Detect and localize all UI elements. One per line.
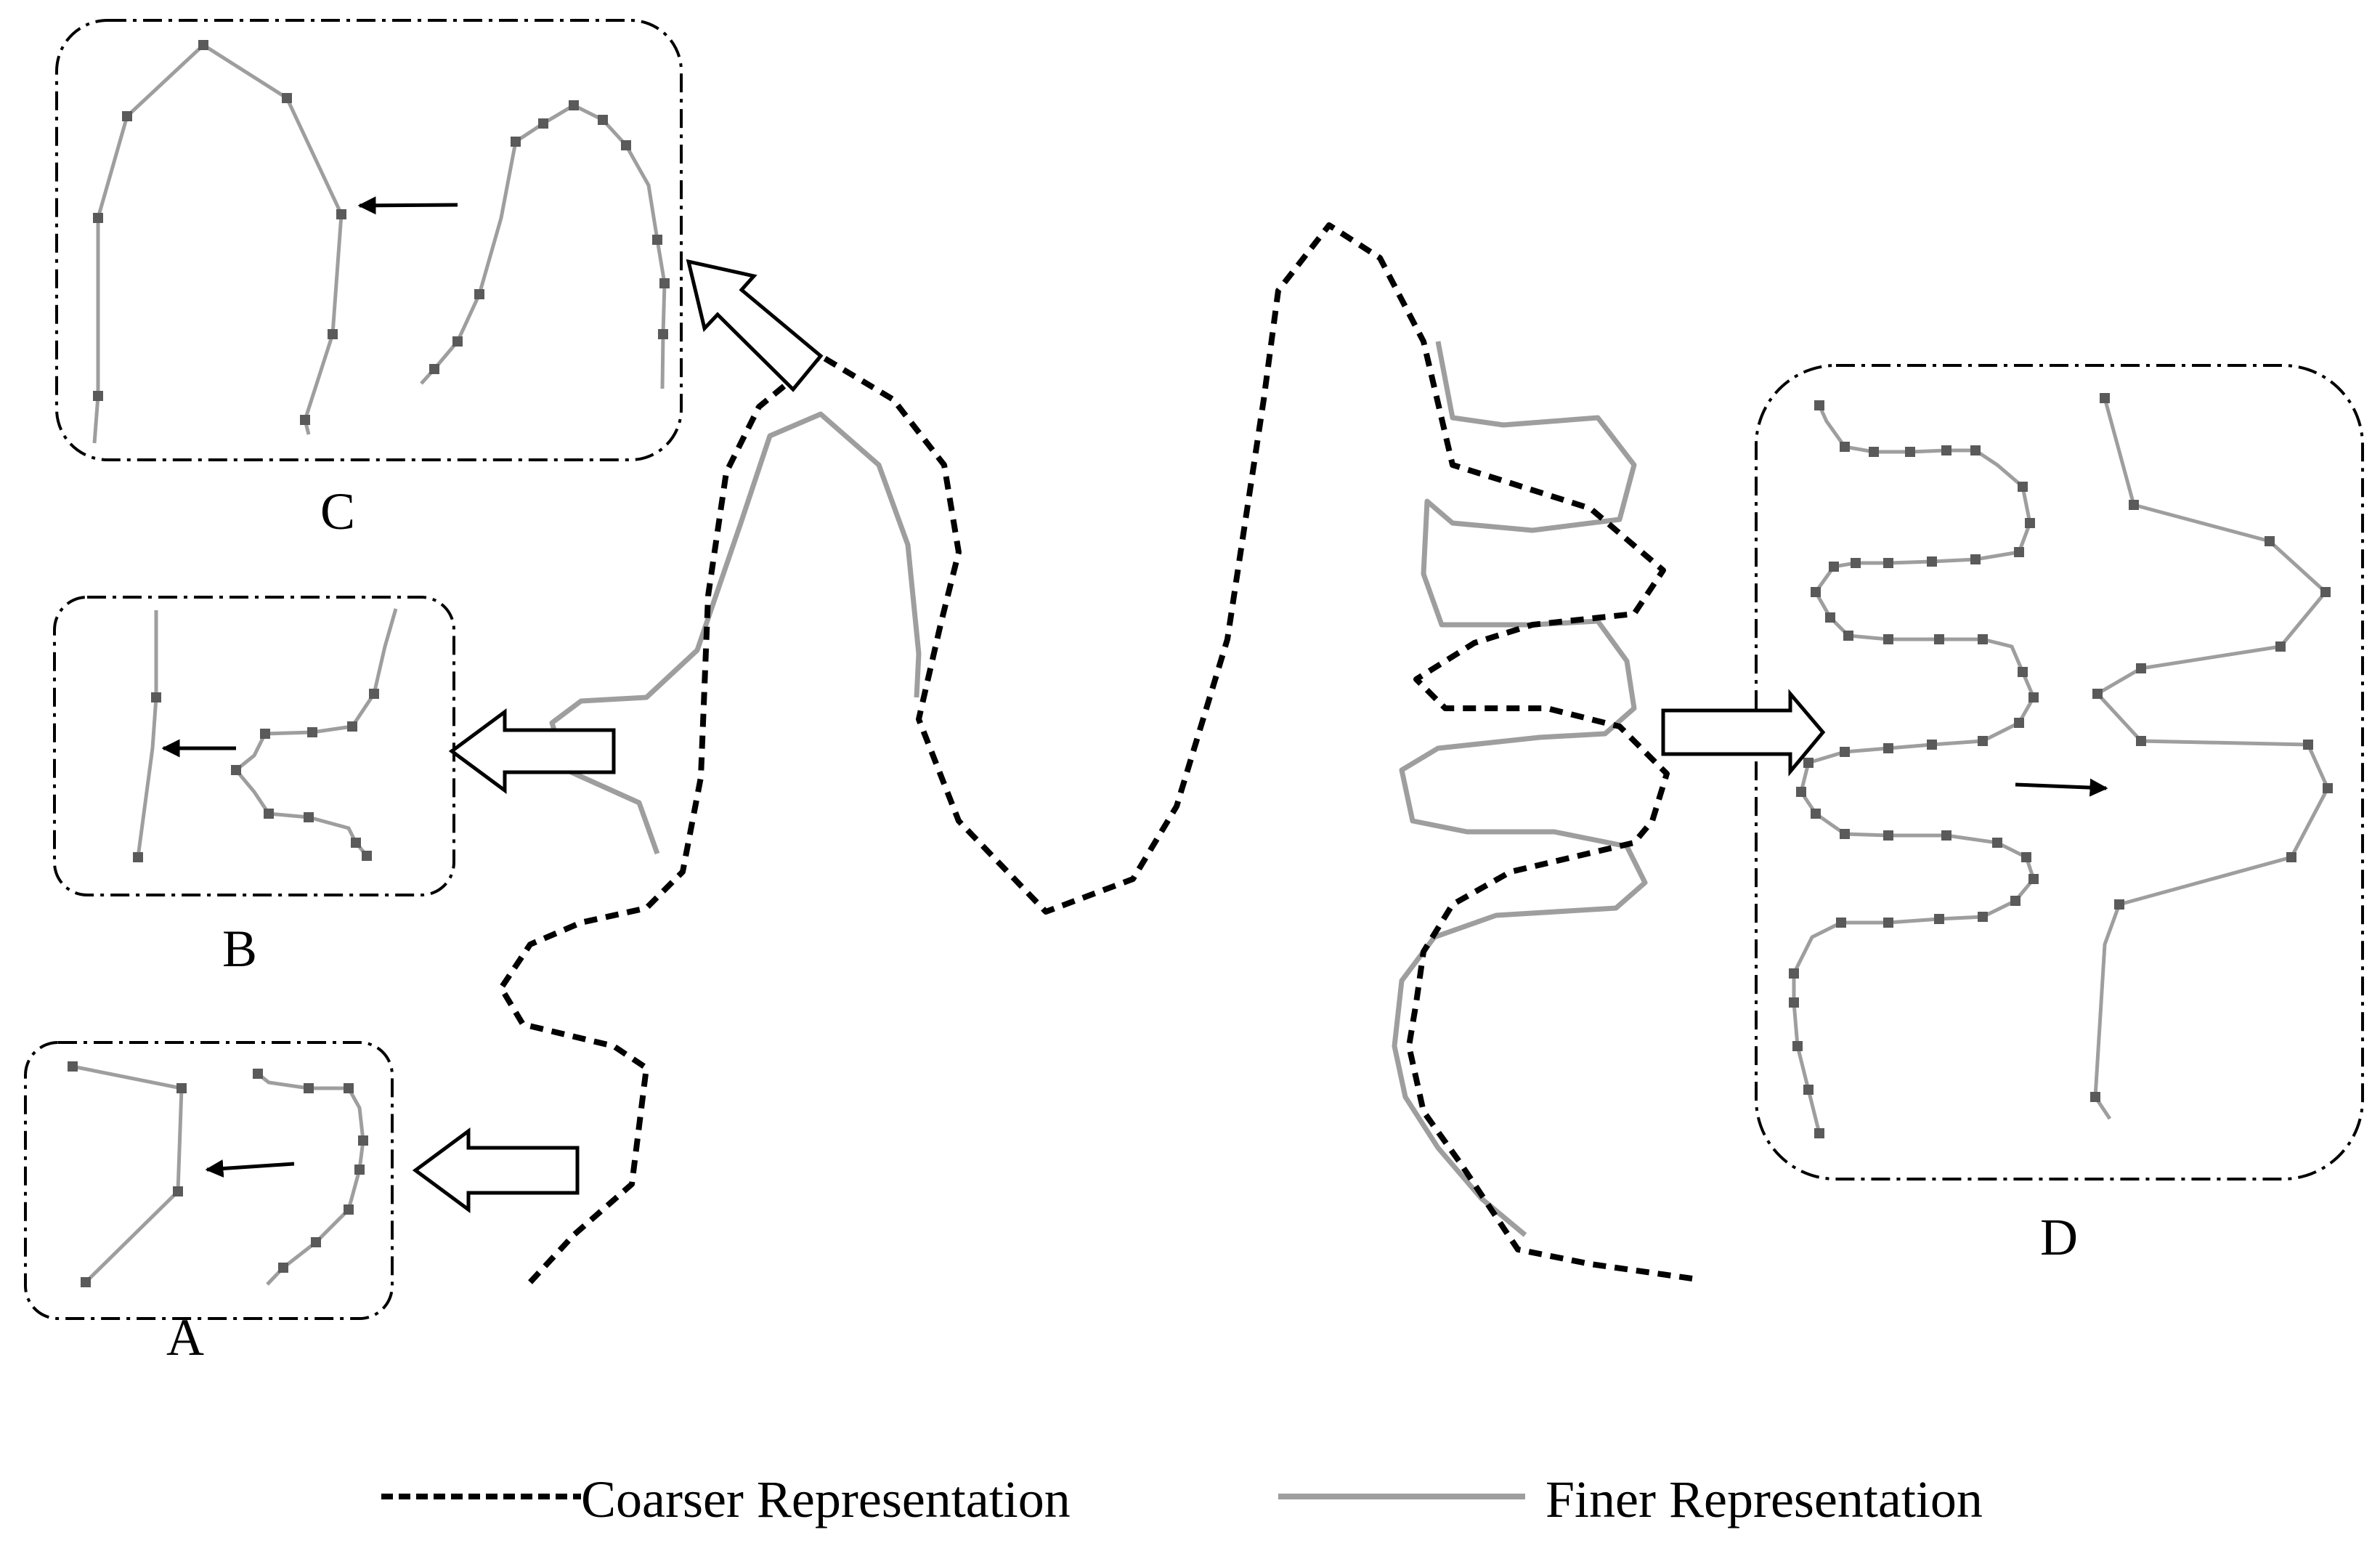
panel-d-frame [1755, 364, 2364, 1181]
panel-a-coarse-vertices [68, 1061, 187, 1287]
panel-d-arrow [2015, 778, 2108, 797]
panel-d-label: D [2040, 1208, 2078, 1266]
legend-coarser-label: Coarser Representation [581, 1470, 1071, 1528]
panel-a-fine-vertices [253, 1069, 368, 1273]
panel-b: B [53, 596, 455, 978]
panel-b-label: B [222, 920, 257, 978]
panel-c-coarse-vertices [93, 40, 346, 425]
panel-c-arrow [357, 196, 458, 215]
arrow-to-panel-a [412, 1127, 580, 1213]
panel-b-coarse-vertices [133, 692, 161, 862]
panel-a-arrow [205, 1159, 295, 1178]
panel-a-coarse-path [72, 1064, 184, 1284]
panel-c: C [55, 19, 683, 540]
panel-d-fine-path [1792, 404, 2036, 1134]
panel-b-fine-path [233, 608, 398, 857]
panel-c-coarse-path [92, 42, 344, 444]
panel-d: D [1755, 364, 2364, 1266]
coarser-contour [498, 222, 1693, 1284]
arrow-to-panel-b [448, 708, 616, 794]
panel-b-frame [53, 596, 455, 896]
panel-c-label: C [320, 482, 355, 540]
panel-c-frame [55, 19, 683, 461]
arrow-to-panel-d [1661, 689, 1826, 777]
arrow-to-panel-c [686, 259, 824, 392]
panel-a-frame [24, 1041, 394, 1320]
panel-d-coarse-vertices [2090, 393, 2333, 1102]
finer-contour [549, 341, 1648, 1237]
legend: Coarser Representation Finer Representat… [381, 1470, 1983, 1528]
panel-b-fine-vertices [231, 689, 379, 861]
panel-a: A [24, 1041, 394, 1366]
panel-d-fine-vertices [1789, 400, 2039, 1138]
panel-b-coarse-path [136, 610, 158, 858]
legend-finer-label: Finer Representation [1546, 1470, 1983, 1528]
panel-a-label: A [166, 1308, 204, 1366]
panel-c-fine-vertices [429, 100, 670, 374]
